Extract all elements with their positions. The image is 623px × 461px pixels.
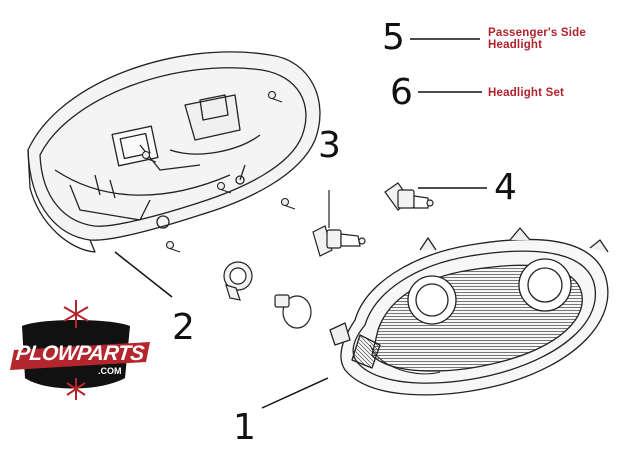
plowparts-logo <box>10 300 150 400</box>
legend-item-5-line1: Passenger's Side <box>488 27 586 39</box>
snowflake-icon <box>66 378 86 400</box>
leader-line-2 <box>114 251 173 298</box>
callout-6: 6 <box>390 72 413 113</box>
legend-item-6: Headlight Set <box>488 87 565 99</box>
bulb-h11-socket <box>312 190 366 257</box>
callout-2: 2 <box>172 307 195 348</box>
callout-1: 1 <box>233 407 256 448</box>
front-lens-assembly <box>329 227 609 396</box>
legend-item-5-line2: Headlight <box>488 39 543 51</box>
leader-line-1 <box>261 377 329 409</box>
bulb-9006 <box>384 182 434 211</box>
leader-lines <box>114 38 487 409</box>
turn-signal-bulb <box>274 294 312 329</box>
logo-suffix-text: .COM <box>98 366 122 376</box>
callout-3: 3 <box>318 125 341 166</box>
back-housing <box>27 51 321 253</box>
callout-4: 4 <box>494 167 517 208</box>
turn-signal-socket <box>223 261 253 301</box>
snowflake-icon <box>63 300 89 328</box>
screws <box>141 90 296 253</box>
callout-5: 5 <box>382 17 405 58</box>
logo-brand-text: PLOWPARTS <box>14 342 145 365</box>
